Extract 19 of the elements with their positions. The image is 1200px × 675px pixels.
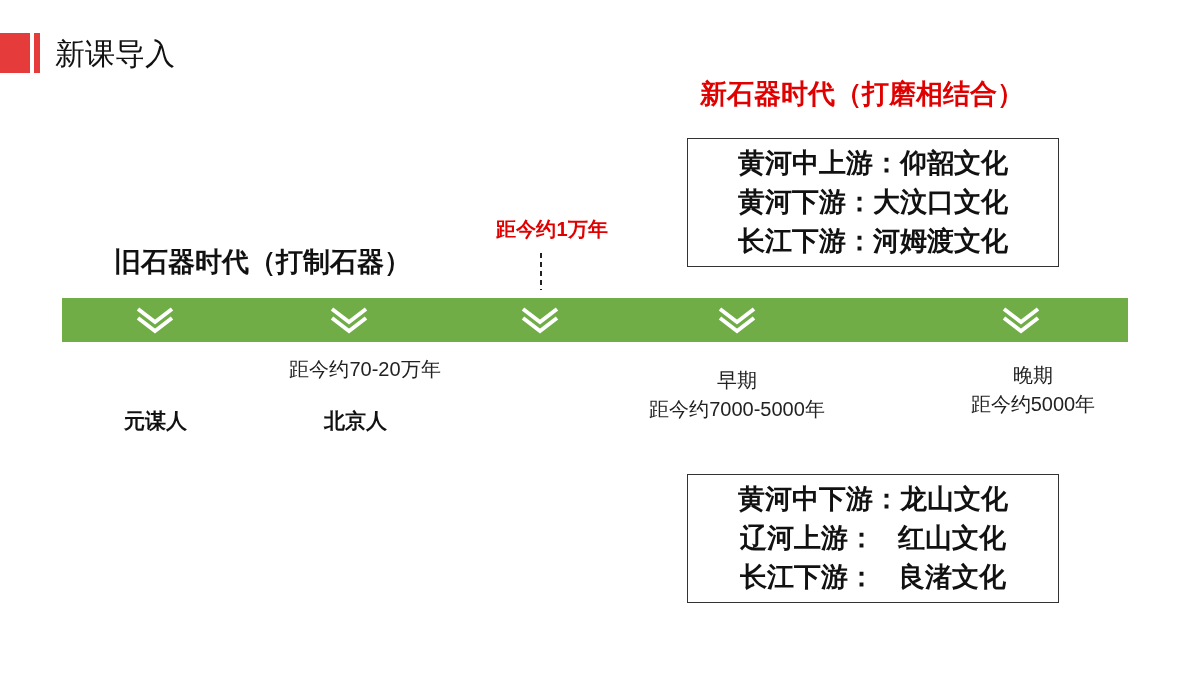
period-label: 早期 xyxy=(717,368,757,393)
site-label: 北京人 xyxy=(323,408,387,434)
date-label: 距今约70-20万年 xyxy=(289,357,441,382)
culture-box xyxy=(687,474,1059,603)
period-label: 晚期 xyxy=(1013,363,1053,388)
date-label: 距今约5000年 xyxy=(970,392,1096,417)
culture-text: 黄河中上游：仰韶文化 xyxy=(738,147,1008,180)
date-label: 距今约1万年 xyxy=(496,217,608,242)
slide-title: 新课导入 xyxy=(55,36,175,72)
era-heading: 新石器时代（打磨相结合） xyxy=(700,78,1024,111)
culture-text: 黄河中下游：龙山文化 xyxy=(738,483,1008,516)
date-label: 距今约7000-5000年 xyxy=(649,397,825,422)
site-label: 元谋人 xyxy=(123,408,187,434)
culture-box xyxy=(687,138,1059,267)
culture-text: 长江下游： 良渚文化 xyxy=(740,561,1006,594)
culture-text: 长江下游：河姆渡文化 xyxy=(738,225,1008,258)
era-heading: 旧石器时代（打制石器） xyxy=(113,246,411,279)
culture-text: 辽河上游： 红山文化 xyxy=(740,522,1006,555)
culture-text: 黄河下游：大汶口文化 xyxy=(738,186,1008,219)
